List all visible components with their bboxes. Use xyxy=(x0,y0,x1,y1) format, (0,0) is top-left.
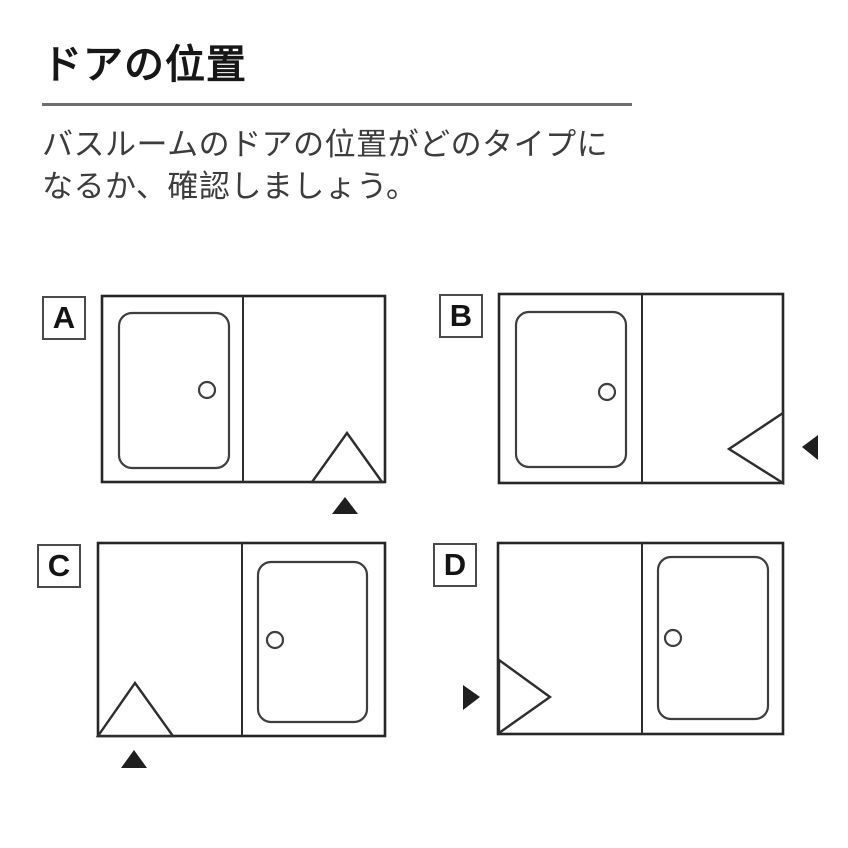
door-swing-triangle xyxy=(309,430,385,484)
floor-plan-a xyxy=(100,294,387,514)
drain-circle xyxy=(663,628,683,648)
floor-plan-c xyxy=(95,541,387,768)
door-swing-triangle xyxy=(726,410,785,486)
page-title: ドアの位置 xyxy=(42,43,247,87)
description: バスルームのドアの位置がどのタイプに なるか、確認しましょう。 xyxy=(42,124,608,208)
diagram-a-label: A xyxy=(52,300,76,335)
floor-plan-b xyxy=(497,292,818,486)
diagram-d: D xyxy=(433,535,833,770)
diagram-c: C xyxy=(37,535,397,780)
diagram-b-label-box: B xyxy=(439,294,483,338)
diagram-d-label-box: D xyxy=(433,543,477,587)
room-outline xyxy=(496,541,785,736)
drain-circle xyxy=(197,380,217,400)
diagram-b: B xyxy=(439,288,839,523)
bathtub xyxy=(514,310,628,469)
description-line-1: バスルームのドアの位置がどのタイプに xyxy=(42,127,609,162)
bathtub xyxy=(656,555,770,721)
bathtub xyxy=(117,311,231,470)
title-underline xyxy=(42,103,632,106)
bathtub xyxy=(256,560,369,724)
description-line-2: なるか、確認しましょう。 xyxy=(42,169,418,204)
diagram-a: A xyxy=(42,290,402,530)
door-swing-triangle xyxy=(497,657,553,736)
diagram-a-label-box: A xyxy=(42,296,86,340)
entry-arrow-right-icon xyxy=(463,685,480,710)
floor-plan-d xyxy=(463,541,785,736)
diagram-d-label: D xyxy=(443,547,467,582)
entry-arrow-left-icon xyxy=(802,435,818,460)
entry-arrow-up-icon xyxy=(332,497,358,514)
diagram-c-label-box: C xyxy=(37,544,81,588)
entry-arrow-up-icon xyxy=(121,750,147,768)
door-swing-triangle xyxy=(95,680,176,738)
drain-circle xyxy=(597,382,617,402)
drain-circle xyxy=(265,630,285,650)
diagram-c-label: C xyxy=(47,548,71,583)
diagram-b-label: B xyxy=(449,298,473,333)
